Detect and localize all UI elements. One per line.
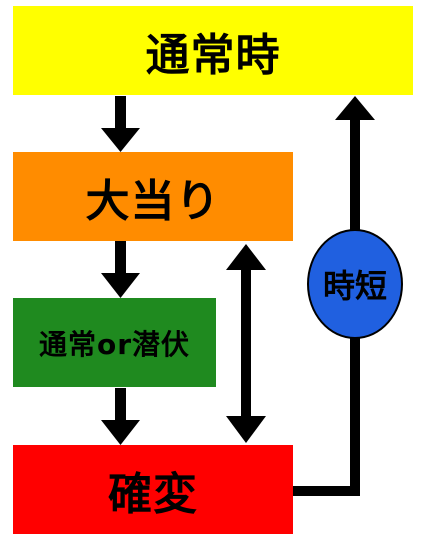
- node-jackpot-label: 大当り: [85, 175, 221, 227]
- node-jackpot: 大当り: [13, 152, 293, 241]
- arrow-jackpot-probability-up-bidirectional: [226, 244, 266, 443]
- node-probability-up-label: 確変: [108, 468, 198, 520]
- node-normal-or-latent-label: 通常or潜伏: [38, 327, 191, 361]
- arrow-normal-to-jackpot: [101, 96, 140, 152]
- node-time-short: 時短: [307, 229, 403, 339]
- node-normal-or-latent: 通常or潜伏: [13, 298, 216, 387]
- node-time-short-label: 時短: [322, 267, 387, 305]
- arrow-jackpot-to-normal-or-latent: [101, 241, 140, 298]
- node-normal: 通常時: [13, 6, 413, 95]
- node-probability-up: 確変: [13, 445, 293, 534]
- node-normal-label: 通常時: [145, 29, 281, 81]
- arrow-normal-or-latent-to-probability-up: [101, 388, 140, 445]
